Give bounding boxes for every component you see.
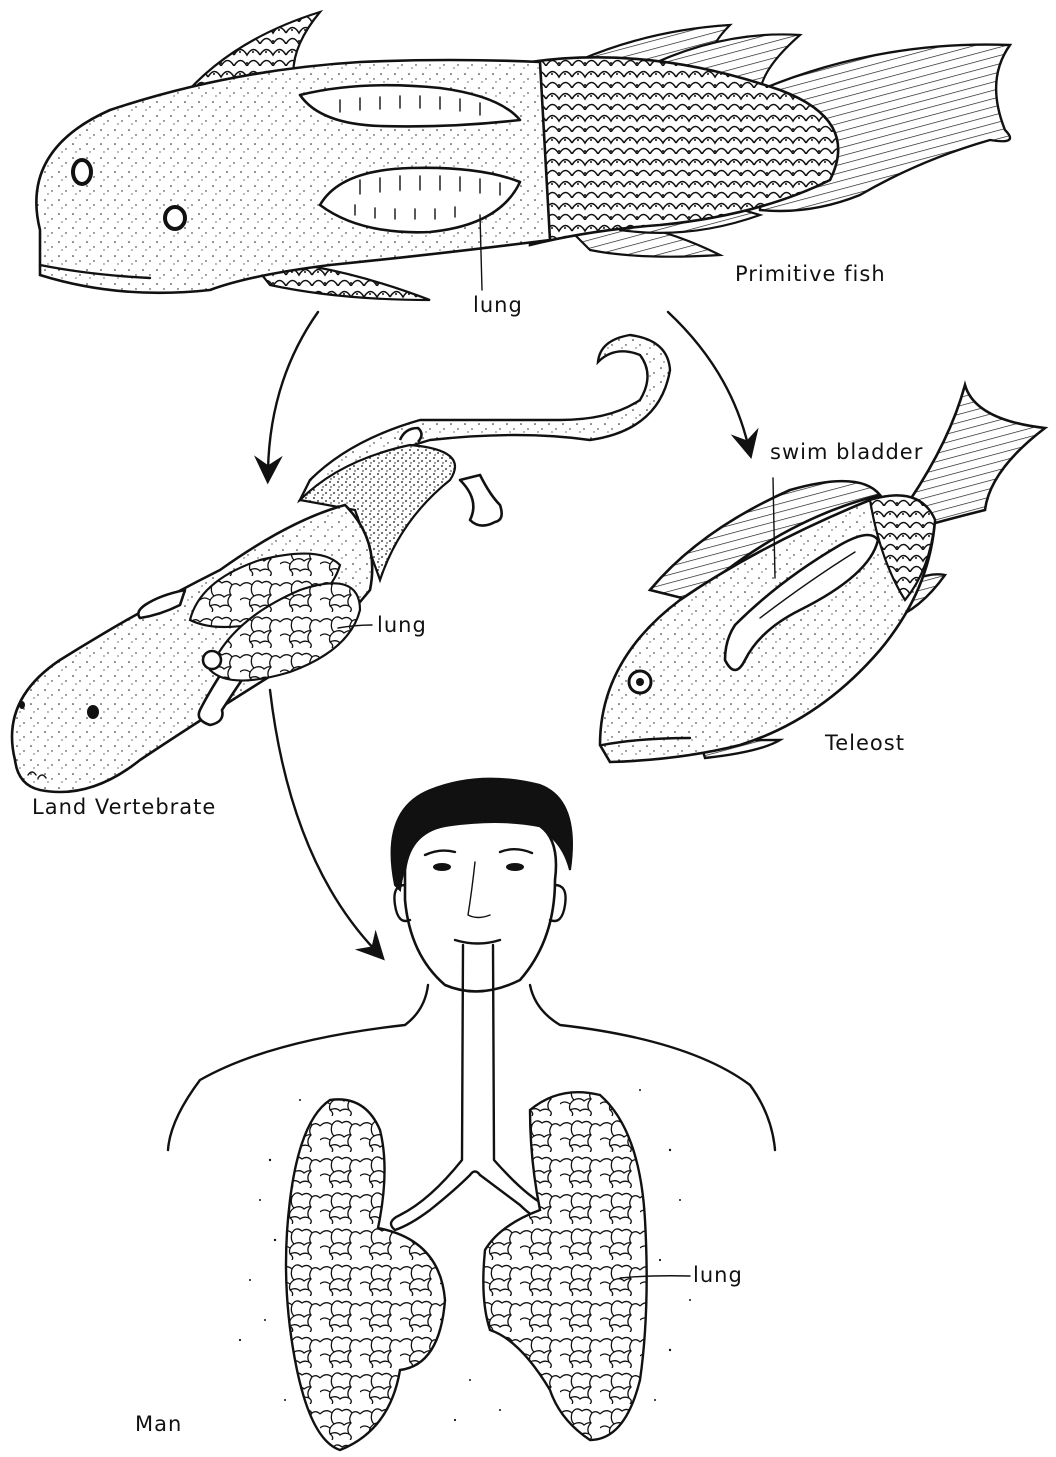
label-lung-land-vertebrate: lung (377, 613, 427, 637)
man-drawing (168, 779, 775, 1450)
label-lung-fish: lung (473, 293, 523, 317)
label-lung-man: lung (693, 1263, 743, 1287)
label-swim-bladder: swim bladder (770, 440, 923, 464)
label-man: Man (135, 1412, 182, 1436)
land-vertebrate-drawing (12, 335, 670, 792)
label-land-vertebrate: Land Vertebrate (32, 795, 216, 819)
arrow-to-teleost (668, 312, 748, 445)
arrow-to-land-vertebrate (268, 312, 318, 470)
label-teleost: Teleost (825, 731, 905, 755)
primitive-fish-drawing (36, 12, 1010, 300)
label-primitive-fish: Primitive fish (735, 262, 886, 286)
arrow-to-man (270, 690, 375, 950)
